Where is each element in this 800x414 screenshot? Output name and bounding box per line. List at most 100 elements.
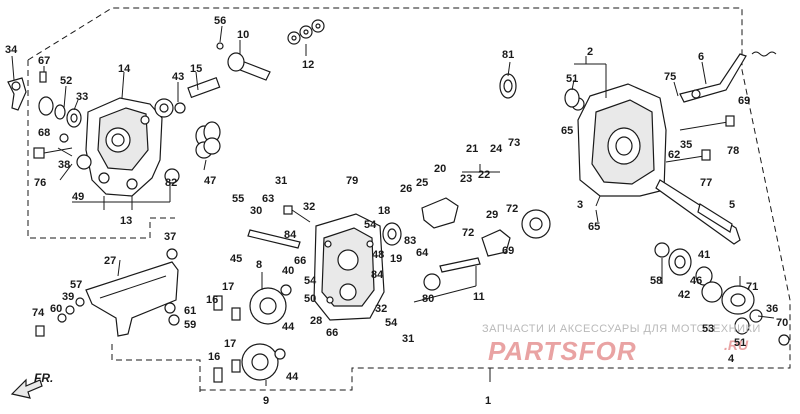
leader-lines [11,25,775,386]
callouts: 1 2 3 4 5 6 8 9 10 11 12 13 14 15 16 16 … [5,15,788,407]
callout-10: 10 [237,29,249,41]
callout-84b: 84 [371,269,384,281]
left-seals [38,71,92,170]
callout-48: 48 [372,249,384,261]
callout-26: 26 [400,183,412,195]
callout-20: 20 [434,163,446,175]
shift-fork-shaft-11 [423,257,481,291]
callout-39: 39 [62,291,74,303]
callout-32b: 32 [375,303,387,315]
washer-61 [164,302,176,314]
shaft-5 [655,179,741,245]
callout-81: 81 [502,49,514,61]
callout-9: 9 [263,395,269,407]
callout-4: 4 [728,353,735,365]
callout-66b: 66 [326,327,338,339]
watermark-domain: .RU [724,337,749,353]
callout-52: 52 [60,75,72,87]
washer-39 [65,305,75,315]
front-direction-arrow: FR. [10,371,53,399]
washer-82 [164,168,180,184]
callout-13: 13 [120,215,132,227]
callout-57: 57 [70,279,82,291]
flange-53 [721,285,755,315]
shaft-15 [174,76,221,114]
callout-43: 43 [172,71,184,83]
washers-12 [287,19,325,45]
callout-16b: 16 [208,351,220,363]
callout-29: 29 [486,209,498,221]
bracket-20 [421,197,459,229]
bolt-31 [283,205,311,223]
callout-83: 83 [404,235,416,247]
callout-19: 19 [390,253,402,265]
callout-17b: 17 [224,338,236,350]
callout-55: 55 [232,193,244,205]
left-case-cover [85,97,163,197]
callout-34: 34 [5,44,18,56]
callout-69b: 69 [502,245,514,257]
washer-60 [57,313,67,323]
callout-49: 49 [72,191,84,203]
seal-58 [654,242,670,258]
bearing-81 [499,73,517,99]
shaft-30 [247,229,301,249]
drum-8 [249,284,292,325]
callout-63: 63 [262,193,274,205]
callout-15: 15 [190,63,202,75]
callout-24: 24 [490,143,503,155]
callout-51b: 51 [734,337,746,349]
shift-shaft-10 [216,42,271,81]
callout-78: 78 [727,145,739,157]
callout-65b: 65 [588,221,600,233]
right-case-2 [571,83,667,197]
callout-62: 62 [668,149,680,161]
callout-76: 76 [34,177,46,189]
callout-32a: 32 [303,201,315,213]
callout-61: 61 [184,305,196,317]
ring-42 [695,266,713,286]
callout-38: 38 [58,159,70,171]
callout-51a: 51 [566,73,578,85]
bearing-51b [734,317,750,335]
callout-70: 70 [776,317,788,329]
callout-36: 36 [766,303,778,315]
watermark-tagline: ЗАПЧАСТИ И АКСЕССУАРЫ ДЛЯ МОТОТЕХНИКИ [482,323,761,335]
callout-14: 14 [118,63,131,75]
callout-16a: 16 [206,294,218,306]
spring-7 [751,51,777,57]
bolt-77 [665,149,711,163]
callout-50: 50 [304,293,316,305]
callout-84a: 84 [284,229,297,241]
callout-54c: 54 [385,317,398,329]
callout-69a: 69 [738,95,750,107]
callout-72b: 72 [506,203,518,215]
left-bolt-76 [33,147,73,159]
callout-27: 27 [104,255,116,267]
callout-65a: 65 [561,125,573,137]
ring-41 [701,281,723,303]
callout-79: 79 [346,175,358,187]
callout-82: 82 [165,177,177,189]
callout-2: 2 [587,46,593,58]
callout-28: 28 [310,315,322,327]
callout-17a: 17 [222,281,234,293]
watermark-brand: PARTSFOR [488,336,637,366]
callout-5: 5 [729,199,735,211]
callout-64: 64 [416,247,429,259]
bearing-51 [564,88,580,108]
bolt-74 [35,325,45,337]
callout-42: 42 [678,289,690,301]
callout-31b: 31 [402,333,414,345]
bearing-46 [668,248,692,276]
callout-23: 23 [460,173,472,185]
callout-12: 12 [302,59,314,71]
callout-21: 21 [466,143,478,155]
nut-37 [166,248,178,260]
lever-34 [7,77,27,111]
callout-56: 56 [214,15,226,27]
drum-9 [241,343,286,381]
callout-8: 8 [256,259,262,271]
